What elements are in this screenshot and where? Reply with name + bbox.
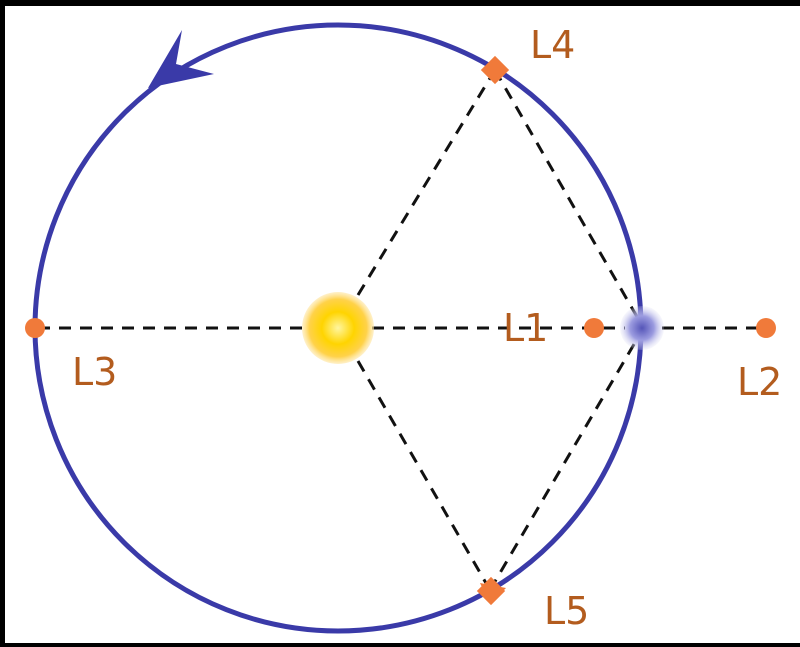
l5-label: L5	[544, 589, 589, 633]
l2-label: L2	[737, 360, 782, 404]
l2-point	[756, 318, 776, 338]
orbit-direction-arrow-icon	[148, 30, 214, 88]
sun	[302, 292, 374, 364]
sun-l5-line	[356, 360, 492, 591]
l1-point	[584, 318, 604, 338]
planet	[620, 306, 664, 350]
guide-lines	[38, 69, 770, 591]
l4-label: L4	[530, 23, 575, 67]
l1-label: L1	[503, 306, 548, 350]
l3-label: L3	[72, 350, 117, 394]
l4-point	[480, 55, 510, 85]
l5-point	[476, 576, 506, 606]
l3-point	[25, 318, 45, 338]
sun-l4-line	[356, 69, 497, 296]
l4-planet-line	[493, 69, 642, 323]
l5-planet-line	[488, 333, 642, 591]
